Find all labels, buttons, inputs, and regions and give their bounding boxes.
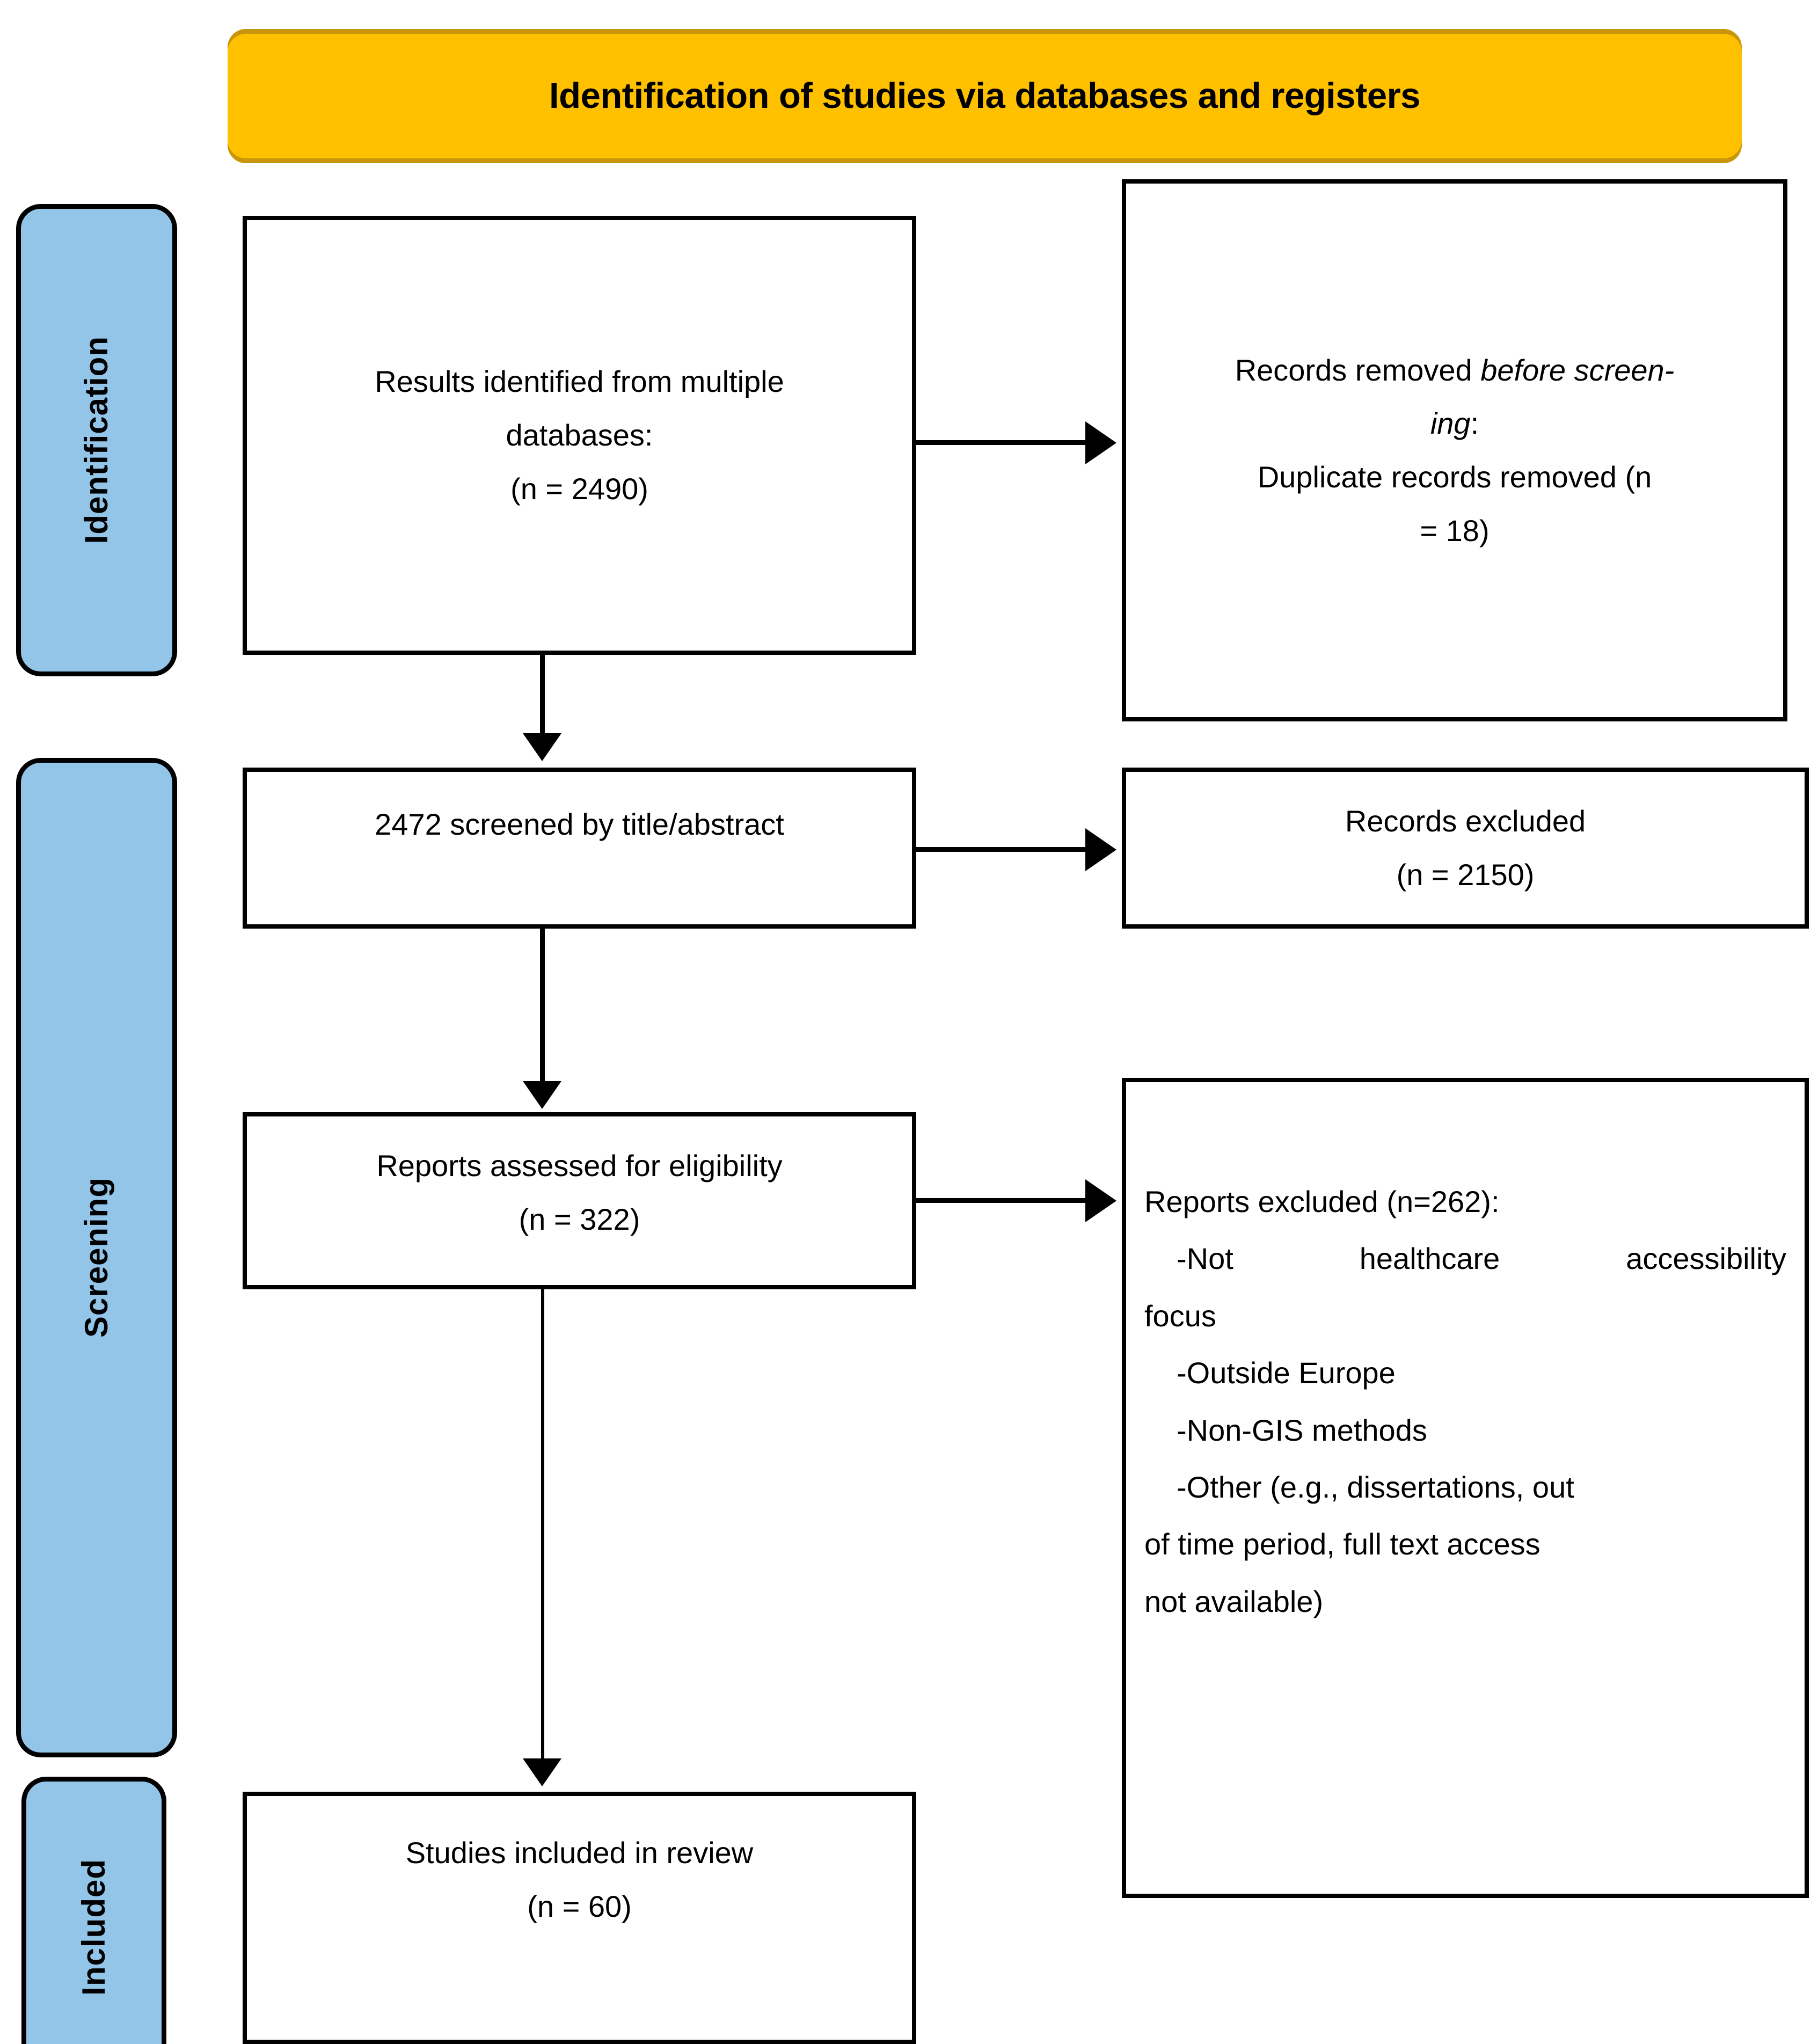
box-reports-excluded-item-1-line-1: -Not healthcare accessibility <box>1177 1242 1786 1276</box>
box-reports-excluded-heading: Reports excluded (n=262): <box>1144 1185 1500 1218</box>
stage-label-identification: Identification <box>16 204 177 676</box>
box-records-removed-line-2-italic: ing <box>1430 406 1471 441</box>
box-records-identified: Results identified from multiple databas… <box>243 216 916 655</box>
stage-label-screening: Screening <box>16 758 177 1757</box>
box-records-screened: 2472 screened by title/abstract <box>243 768 916 929</box>
arrow-identified-to-duplicates-line <box>916 440 1103 445</box>
box-records-excluded-lines: Records excluded (n = 2150) <box>1126 794 1805 901</box>
box-records-identified-line-1: Results identified from multiple <box>375 364 784 399</box>
box-records-removed-lines: Records removed before screen- ing: Dupl… <box>1126 344 1783 558</box>
arrow-screened-to-records-excluded-head <box>1085 828 1116 871</box>
diagram-title: Identification of studies via databases … <box>549 76 1420 116</box>
box-studies-included-count: (n = 60) <box>527 1889 632 1923</box>
arrow-screened-to-eligibility-head <box>523 1081 561 1109</box>
box-reports-excluded-item-4-line-3: not available) <box>1144 1584 1324 1618</box>
box-records-excluded-count: (n = 2150) <box>1396 858 1535 892</box>
box-records-removed-line-1-italic: before screen- <box>1480 353 1675 387</box>
box-records-removed-before-screening: Records removed before screen- ing: Dupl… <box>1122 179 1787 721</box>
stage-label-identification-text: Identification <box>78 336 114 544</box>
box-duplicate-records-removed-count: = 18) <box>1420 513 1490 548</box>
box-reports-assessed-count: (n = 322) <box>519 1202 640 1236</box>
box-studies-included-lines: Studies included in review (n = 60) <box>247 1826 912 1933</box>
arrow-eligibility-to-included-head <box>523 1758 561 1786</box>
box-reports-assessed-eligibility: Reports assessed for eligibility (n = 32… <box>243 1112 916 1289</box>
box-duplicate-records-removed-line-1: Duplicate records removed (n <box>1257 460 1652 494</box>
box-records-identified-count: (n = 2490) <box>510 471 648 506</box>
box-records-screened-line-1: 2472 screened by title/abstract <box>375 807 784 841</box>
box-reports-excluded-lines: Reports excluded (n=262): -Not healthcar… <box>1126 1173 1805 1630</box>
box-reports-excluded-item-2: -Outside Europe <box>1177 1356 1396 1390</box>
arrow-identified-to-duplicates-head <box>1085 421 1116 464</box>
arrow-identified-to-screened-head <box>523 733 561 761</box>
box-studies-included-line-1: Studies included in review <box>405 1836 754 1870</box>
box-studies-included: Studies included in review (n = 60) <box>243 1792 916 2044</box>
box-reports-excluded: Reports excluded (n=262): -Not healthcar… <box>1122 1078 1809 1898</box>
stage-label-included: Included <box>21 1777 166 2044</box>
box-records-removed-line-1: Records removed before screen- <box>1144 344 1765 397</box>
box-reports-excluded-item-1-line-2: focus <box>1144 1298 1216 1333</box>
box-reports-assessed-lines: Reports assessed for eligibility (n = 32… <box>247 1139 912 1246</box>
arrow-screened-to-records-excluded-line <box>916 847 1103 852</box>
box-records-screened-lines: 2472 screened by title/abstract <box>247 798 912 851</box>
arrow-eligibility-to-reports-excluded-line <box>916 1198 1103 1203</box>
box-reports-excluded-item-4-line-2: of time period, full text access <box>1144 1527 1540 1561</box>
box-records-removed-line-2-suffix: : <box>1470 406 1479 441</box>
box-records-identified-line-2: databases: <box>506 418 653 452</box>
diagram-header-banner: Identification of studies via databases … <box>228 29 1742 163</box>
arrow-identified-to-screened-line <box>540 655 545 736</box>
box-reports-excluded-item-4-line-1: -Other (e.g., dissertations, out <box>1177 1470 1574 1504</box>
arrow-eligibility-to-included-line <box>541 1289 544 1762</box>
box-records-removed-line-1-prefix: Records removed <box>1235 353 1481 387</box>
box-records-identified-lines: Results identified from multiple databas… <box>247 355 912 515</box>
stage-label-included-text: Included <box>76 1858 112 1996</box>
box-records-removed-line-2: ing: <box>1144 397 1765 450</box>
box-records-excluded-line-1: Records excluded <box>1345 804 1586 838</box>
box-records-excluded: Records excluded (n = 2150) <box>1122 768 1809 929</box>
stage-label-screening-text: Screening <box>78 1177 114 1338</box>
box-reports-excluded-item-3: -Non-GIS methods <box>1177 1413 1427 1447</box>
box-reports-assessed-line-1: Reports assessed for eligibility <box>376 1149 783 1182</box>
arrow-screened-to-eligibility-line <box>540 929 545 1084</box>
arrow-eligibility-to-reports-excluded-head <box>1085 1179 1116 1222</box>
